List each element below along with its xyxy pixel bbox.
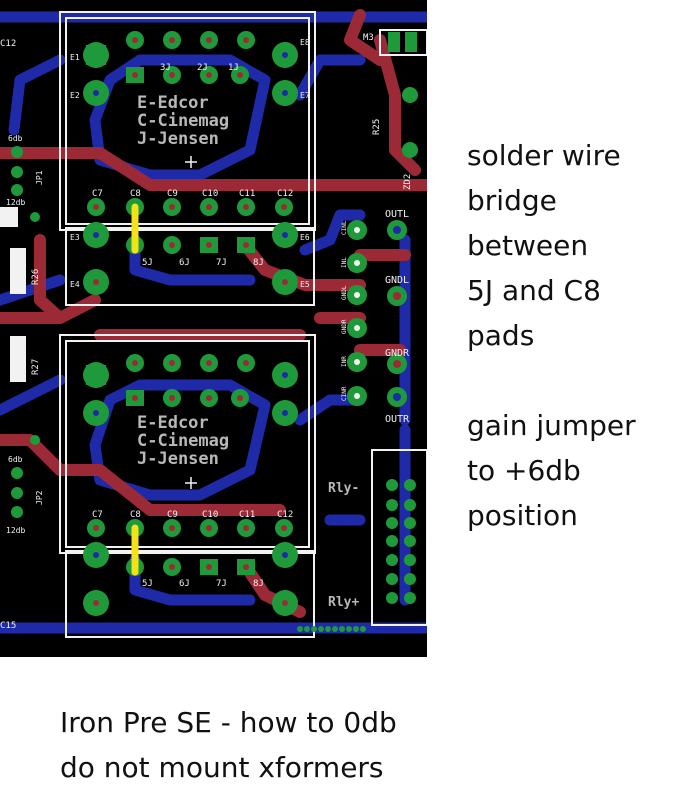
label-c12: C12 [0, 39, 16, 49]
pin-label: 2J [197, 63, 208, 73]
caption-line: Iron Pre SE - how to 0db [60, 706, 397, 739]
conn-label-outr: OUTR [385, 414, 410, 425]
e-pad-label: E2 [70, 91, 80, 100]
note-line: between [467, 229, 589, 262]
label-r26: R26 [31, 269, 41, 285]
pin-label: 5J [142, 579, 153, 589]
pad-label: C9 [167, 510, 178, 520]
e-pad-label: E3 [70, 233, 80, 242]
side-label: INL [341, 257, 348, 268]
note-line: pads [467, 319, 535, 352]
brand-edcor-top: E-Edcor [137, 93, 209, 113]
brand-jensen-top: J-Jensen [137, 129, 219, 149]
pin-label: 7J [216, 258, 227, 268]
side-label: GNDR [341, 319, 348, 334]
caption: Iron Pre SE - how to 0db do not mount xf… [60, 700, 660, 790]
conn-label-outl: OUTL [385, 209, 409, 220]
label-12db-top: 12db [6, 198, 25, 207]
e-pad-label: E5 [300, 280, 310, 289]
e-pad-label: E8 [300, 38, 310, 47]
note-line: gain jumper [467, 409, 636, 442]
pad-label: C7 [92, 189, 103, 199]
brand-edcor-bottom: E-Edcor [137, 413, 209, 433]
side-label: CINL [341, 220, 348, 235]
pcb-layout-diagram: E-Edcor C-Cinemag J-Jensen E-Edcor C-Cin… [0, 0, 427, 657]
label-12db-bottom: 12db [6, 526, 25, 535]
pad-label: C9 [167, 189, 178, 199]
side-label: GNDL [341, 285, 348, 300]
pad-label: C10 [202, 189, 218, 199]
gain-instruction: gain jumper to +6db position [467, 403, 679, 538]
pad-label: C10 [202, 510, 218, 520]
brand-cinemag-top: C-Cinemag [137, 111, 229, 131]
brand-cinemag-bottom: C-Cinemag [137, 431, 229, 451]
e-pad-label: E1 [70, 53, 80, 62]
pad-label: C12 [277, 189, 293, 199]
note-line: bridge [467, 184, 557, 217]
conn-label-gndr: GNDR [385, 348, 410, 359]
label-r27: R27 [31, 359, 41, 375]
pad-label: C7 [92, 510, 103, 520]
label-m3: M3 [363, 33, 374, 43]
label-r25: R25 [372, 119, 382, 135]
pin-label: 8J [253, 258, 264, 268]
pad-label: C12 [277, 510, 293, 520]
pin-label: 6J [179, 579, 190, 589]
label-c15: C15 [0, 621, 16, 631]
note-line: position [467, 499, 578, 532]
note-line: solder wire [467, 139, 621, 172]
pin-label: 6J [179, 258, 190, 268]
label-6db-top: 6db [8, 134, 23, 143]
pin-label: 5J [142, 258, 153, 268]
conn-label-gndl: GNDL [385, 275, 409, 286]
pin-label: 7J [216, 579, 227, 589]
note-line: to +6db [467, 454, 581, 487]
relay-minus-label: Rly- [328, 481, 359, 496]
label-6db-bottom: 6db [8, 455, 23, 464]
side-label: INR [341, 356, 348, 367]
e-pad-label: E7 [300, 91, 310, 100]
label-zd2: ZD2 [403, 174, 413, 190]
pin-label: 8J [253, 579, 264, 589]
label-jp2: JP2 [35, 490, 44, 505]
pad-label: C11 [239, 189, 255, 199]
pad-label: C11 [239, 510, 255, 520]
pin-label: 1J [228, 63, 239, 73]
bridge-instruction: solder wire bridge between 5J and C8 pad… [467, 133, 679, 358]
pad-label: C8 [130, 189, 141, 199]
label-jp1: JP1 [35, 170, 44, 185]
relay-plus-label: Rly+ [328, 595, 359, 610]
brand-jensen-bottom: J-Jensen [137, 449, 219, 469]
side-label: CINR [341, 386, 348, 401]
caption-line: do not mount xformers [60, 751, 384, 784]
e-pad-label: E6 [300, 233, 310, 242]
e-pad-label: E4 [70, 280, 80, 289]
note-line: 5J and C8 [467, 274, 601, 307]
pad-label: C8 [130, 510, 141, 520]
pin-label: 3J [160, 63, 171, 73]
